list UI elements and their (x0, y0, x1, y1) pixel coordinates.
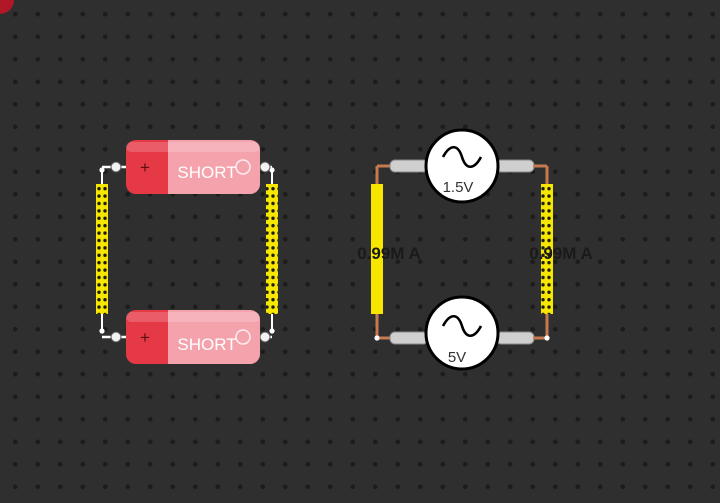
wire-right-circuit-left[interactable] (371, 166, 383, 338)
sine-wave-icon (441, 145, 483, 169)
wire-left-vertical[interactable] (96, 167, 108, 334)
wire-right-circuit-right[interactable] (541, 166, 553, 338)
current-readout-left: 0.99M A (357, 244, 421, 263)
battery-bottom[interactable]: + SHORT (102, 310, 272, 364)
current-readout-right: 0.99M A (529, 244, 593, 263)
battery-top-terminal-symbol: + (140, 158, 150, 177)
ac-source-top-voltage-label: 1.5V (443, 179, 474, 196)
battery-bottom-terminal-symbol: + (140, 328, 150, 347)
ac-source-bottom-voltage-label: 5V (448, 349, 466, 366)
wire-right-vertical[interactable] (266, 167, 278, 334)
battery-top[interactable]: + SHORT (102, 140, 272, 194)
battery-bottom-state-label: SHORT (177, 335, 236, 354)
ac-source-top[interactable]: 1.5V (377, 128, 547, 204)
ac-source-bottom[interactable]: 5V (374, 295, 550, 371)
sine-wave-icon (441, 314, 483, 338)
battery-top-state-label: SHORT (177, 163, 236, 182)
left-circuit: + SHORT + SHORT (96, 140, 278, 364)
right-circuit: 1.5V 5V 0.99M A 0.99M A (357, 128, 593, 371)
